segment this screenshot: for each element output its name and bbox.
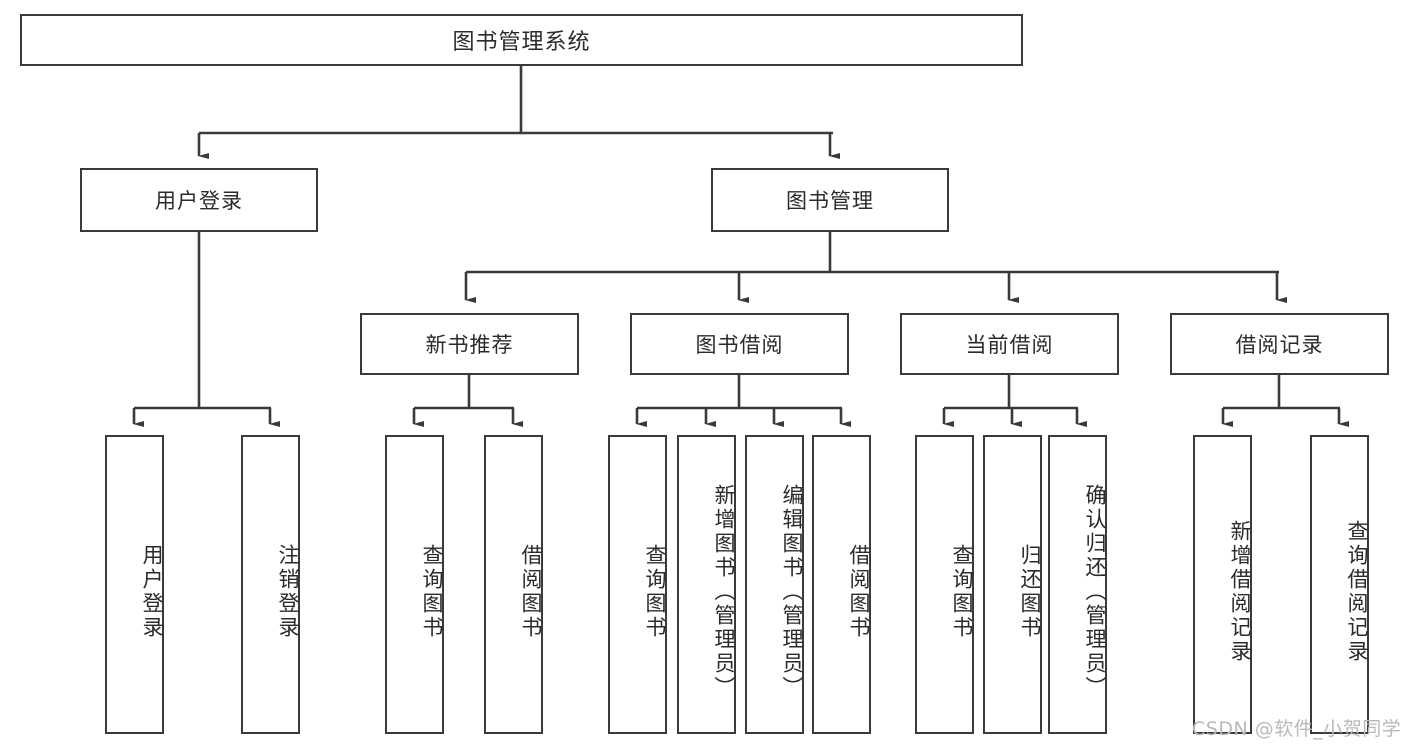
node-add-borrow-record[interactable]: 新增借阅记录	[1193, 435, 1252, 734]
node-label: 当前借阅	[965, 333, 1054, 357]
node-label: 借阅图书	[847, 543, 871, 640]
node-label: 图书管理系统	[452, 30, 591, 55]
node-logout-leaf[interactable]: 注销登录	[241, 435, 300, 734]
node-label: 归还图书	[1018, 543, 1042, 640]
node-label: 用户登录	[140, 543, 164, 640]
node-book-borrow[interactable]: 图书借阅	[630, 313, 849, 375]
node-label: 借阅图书	[519, 543, 543, 640]
node-label: 借阅记录	[1235, 333, 1324, 357]
node-label: 新增图书（管理员）	[712, 483, 736, 700]
node-query-borrow-record[interactable]: 查询借阅记录	[1310, 435, 1369, 734]
node-label: 注销登录	[276, 543, 300, 640]
node-query-book-borrow[interactable]: 查询图书	[608, 435, 667, 734]
node-user-login[interactable]: 用户登录	[80, 168, 318, 232]
node-label: 新增借阅记录	[1228, 519, 1252, 664]
node-book-management[interactable]: 图书管理	[711, 168, 949, 232]
node-borrow-record[interactable]: 借阅记录	[1170, 313, 1389, 375]
node-new-book-recommend[interactable]: 新书推荐	[360, 313, 579, 375]
node-label: 查询图书	[950, 543, 974, 640]
node-return-book[interactable]: 归还图书	[983, 435, 1042, 734]
node-borrow-book-recommend[interactable]: 借阅图书	[484, 435, 543, 734]
node-edit-book-admin[interactable]: 编辑图书（管理员）	[745, 435, 804, 734]
node-label: 图书借阅	[695, 333, 784, 357]
node-label: 编辑图书（管理员）	[780, 483, 804, 700]
node-borrow-book[interactable]: 借阅图书	[812, 435, 871, 734]
watermark-text: CSDN @软件_小贺同学	[1192, 718, 1402, 740]
node-label: 图书管理	[786, 189, 874, 213]
node-label: 新书推荐	[425, 333, 514, 357]
node-label: 查询图书	[420, 543, 444, 640]
node-query-book-current[interactable]: 查询图书	[915, 435, 974, 734]
node-book-management-system[interactable]: 图书管理系统	[20, 14, 1023, 66]
node-confirm-return-admin[interactable]: 确认归还（管理员）	[1048, 435, 1107, 734]
node-current-borrow[interactable]: 当前借阅	[900, 313, 1119, 375]
node-query-book-recommend[interactable]: 查询图书	[385, 435, 444, 734]
node-user-login-leaf[interactable]: 用户登录	[105, 435, 164, 734]
node-label: 用户登录	[155, 189, 243, 213]
node-label: 确认归还（管理员）	[1083, 483, 1107, 700]
node-add-book-admin[interactable]: 新增图书（管理员）	[677, 435, 736, 734]
node-label: 查询图书	[643, 543, 667, 640]
node-label: 查询借阅记录	[1345, 519, 1369, 664]
